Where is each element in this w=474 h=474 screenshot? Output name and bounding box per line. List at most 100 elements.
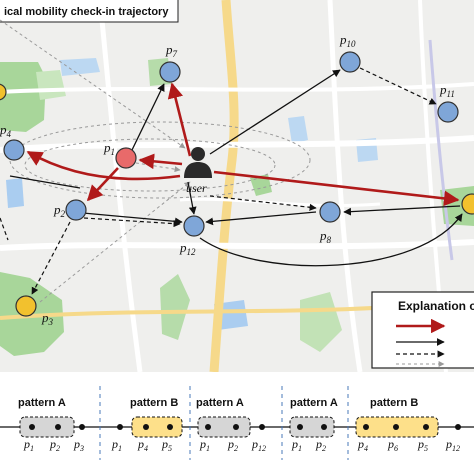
- dark-solid-edge: [187, 181, 197, 215]
- gray-dashed-loop: [9, 121, 311, 199]
- sequence-dot: [143, 424, 149, 430]
- sequence-dot: [55, 424, 61, 430]
- gray-dashed-edge: [39, 181, 191, 303]
- pattern-label: pattern A: [196, 397, 244, 409]
- park-area: [0, 62, 46, 132]
- title-box-frame: [0, 0, 179, 23]
- park-area: [300, 292, 342, 352]
- user-icon-body: [184, 162, 212, 178]
- poi-node-p12: [183, 215, 205, 237]
- sequence-label: p5: [417, 437, 428, 453]
- sequence-dot: [205, 424, 211, 430]
- red-edge: [138, 153, 183, 170]
- poi-node-partial-left: [0, 83, 7, 101]
- sequence-label: p5: [161, 437, 172, 453]
- node-label-p8: p8: [319, 228, 332, 245]
- water-area: [60, 58, 100, 76]
- pattern-label: pattern A: [18, 397, 66, 409]
- park-area: [250, 174, 272, 196]
- pattern-label: pattern B: [370, 397, 418, 409]
- node-label-p4: p4: [0, 122, 12, 139]
- node-label-p10: p10: [339, 32, 356, 49]
- user-icon: user: [184, 147, 212, 195]
- user-icon-head: [191, 147, 205, 161]
- sequence-label: p2: [227, 437, 238, 453]
- legend-box: [371, 291, 474, 369]
- node-label-p11: p11: [439, 82, 455, 99]
- dark-solid-edge: [9, 175, 81, 189]
- diagram-title: ical mobility check-in trajectory: [4, 6, 169, 18]
- poi-node-p7: [159, 61, 181, 83]
- pattern-box-b: [131, 416, 183, 438]
- node-label-p12: p12: [179, 240, 196, 257]
- sequence-label: p2: [315, 437, 326, 453]
- pattern-box-a: [289, 416, 335, 438]
- dark-solid-edge: [199, 213, 463, 267]
- sequence-dot: [363, 424, 369, 430]
- road: [327, 0, 363, 373]
- red-edge: [86, 167, 119, 202]
- sequence-label: p1: [111, 437, 122, 453]
- pattern-strip: pattern A pattern B pattern A pattern A …: [0, 372, 474, 474]
- park-area: [36, 70, 66, 100]
- sequence-dot: [423, 424, 429, 430]
- dark-dashed-edge: [359, 67, 437, 105]
- sequence-dots: [29, 424, 461, 430]
- sequence-label: p1: [291, 437, 302, 453]
- road: [428, 39, 454, 261]
- road: [0, 82, 474, 94]
- dark-solid-edge: [205, 211, 317, 226]
- dark-dashed-edge: [209, 195, 317, 211]
- dark-solid-edge: [131, 83, 165, 151]
- node-label-p7: p7: [165, 42, 178, 59]
- red-edge: [26, 150, 181, 181]
- poi-node-partial-right: [461, 193, 474, 215]
- poi-node-p10: [339, 51, 361, 73]
- sequence-dot: [297, 424, 303, 430]
- node-label-p2: p2: [53, 202, 66, 219]
- sequence-dot: [79, 424, 85, 430]
- dark-solid-edge: [343, 205, 461, 216]
- sequence-dot: [259, 424, 265, 430]
- poi-node-p2: [65, 199, 87, 221]
- legend-title: Explanation o: [398, 299, 474, 313]
- sequence-dot: [117, 424, 123, 430]
- pattern-label: pattern B: [130, 397, 178, 409]
- road: [179, 197, 381, 208]
- road: [0, 135, 474, 153]
- sequence-dot: [29, 424, 35, 430]
- legend: Explanation o: [371, 291, 474, 369]
- node-label-p3: p3: [41, 310, 54, 327]
- sequence-label: p12: [251, 437, 266, 453]
- dark-solid-edge: [71, 211, 183, 226]
- sequence-labels: p1 p2 p3 p1 p4 p5 p1 p2 p12 p1 p2 p4 p6 …: [23, 437, 460, 453]
- sequence-label: p4: [137, 437, 148, 453]
- sequence-dot: [167, 424, 173, 430]
- poi-node-p3: [15, 295, 37, 317]
- water-area: [288, 116, 308, 144]
- poi-node-p11: [437, 101, 459, 123]
- map-background: [0, 0, 474, 373]
- dark-dashed-edge: [0, 217, 9, 241]
- sequence-dot: [393, 424, 399, 430]
- sequence-label: p1: [23, 437, 34, 453]
- gray-dashed-edge: [0, 19, 186, 149]
- sequence-label: p1: [199, 437, 210, 453]
- road: [209, 0, 239, 373]
- dark-dashed-edge: [83, 217, 181, 228]
- node-label-p1: p1: [103, 140, 115, 157]
- gray-dashed-loop: [24, 138, 276, 192]
- pattern-label: pattern A: [290, 397, 338, 409]
- user-label: user: [186, 181, 207, 195]
- road: [0, 239, 474, 251]
- gray-dashed-edge: [129, 161, 181, 173]
- poi-node-p8: [319, 201, 341, 223]
- sequence-label: p2: [49, 437, 60, 453]
- sequence-label: p4: [357, 437, 368, 453]
- edges: [0, 19, 463, 303]
- sequence-dot: [455, 424, 461, 430]
- park-area: [160, 274, 190, 340]
- water-area: [6, 178, 24, 208]
- node-labels: p1 p2 p3 p4 p7 p8 p10 p11 p12: [0, 32, 455, 327]
- sequence-label: p6: [387, 437, 398, 453]
